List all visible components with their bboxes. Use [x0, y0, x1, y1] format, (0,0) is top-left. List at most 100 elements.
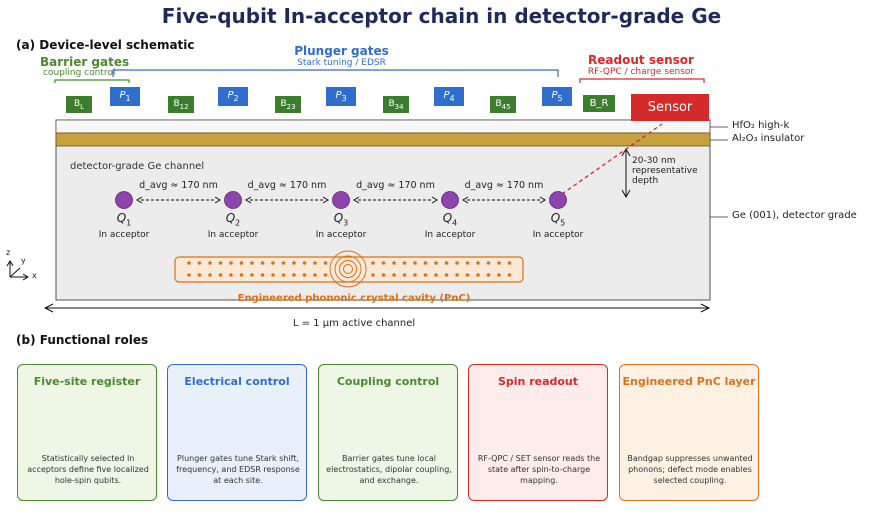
barrier-gate-letter: B [173, 99, 180, 109]
axis-x-label: x [32, 271, 37, 280]
qubit-dot [115, 191, 133, 209]
pnc-dot [218, 261, 223, 265]
qubit-dot [549, 191, 567, 209]
plunger-gate-letter: P [119, 90, 126, 101]
plunger-gate-sub: 5 [557, 94, 563, 103]
qubit-name-sub: 4 [452, 218, 458, 228]
pnc-dot [208, 261, 212, 265]
pnc-dot [250, 273, 254, 277]
spacing-arrowhead [431, 196, 438, 204]
pnc-dot [208, 273, 212, 277]
plunger-gate: P1 [110, 87, 140, 106]
pnc-dot [507, 273, 512, 277]
pnc-dot [271, 273, 275, 277]
qubit-name: Q3 [301, 211, 381, 227]
pnc-dot [497, 273, 501, 277]
qubit-dot [224, 191, 242, 209]
barrier-gate-sub: 12 [179, 102, 189, 111]
pnc-dot [423, 261, 428, 265]
pnc-dot [229, 261, 233, 265]
plunger-gate: P4 [434, 87, 464, 106]
qubit-name: Q5 [518, 211, 598, 227]
pnc-dot [371, 261, 375, 265]
qubit-label: In acceptor [532, 230, 584, 240]
pnc-dot [402, 261, 407, 265]
page-title: Five-qubit In-acceptor chain in detector… [161, 4, 722, 28]
layer-label-hfo2: HfO₂ high-k [732, 120, 790, 131]
role-card-desc: Barrier gates tune local electrostatics,… [326, 454, 452, 485]
pnc-dot [260, 273, 265, 277]
role-card-title: Five-site register [33, 375, 141, 388]
role-card-title: Electrical control [184, 375, 290, 388]
role-card-desc: RF-QPC / SET sensor reads the state afte… [477, 454, 601, 485]
pnc-dot [381, 261, 386, 265]
depth-label-line3: depth [632, 176, 659, 186]
qubit-name-letter: Q [442, 211, 453, 225]
barrier-gate: B23 [275, 96, 301, 113]
spacing-arrowhead [462, 196, 469, 204]
qubit-dot [332, 191, 350, 209]
axis-z-label: z [6, 248, 11, 257]
readout-sensor-box: Sensor [631, 94, 709, 121]
plunger-gate-sub: 3 [341, 94, 347, 103]
pnc-dot [187, 273, 191, 277]
qubit-name-sub: 1 [126, 218, 132, 228]
pnc-dot [229, 273, 233, 277]
spacing-arrowhead [353, 196, 360, 204]
role-card-title: Engineered PnC layer [622, 375, 756, 388]
barrier-gate-letter: B [388, 99, 395, 109]
plunger-header-subtitle: Stark tuning / EDSR [297, 58, 386, 68]
pnc-dot [292, 273, 296, 277]
plunger-gate-sub: 1 [125, 94, 131, 103]
pnc-dot [323, 273, 328, 277]
spacing-arrowhead [539, 196, 546, 204]
qubit-dot [441, 191, 459, 209]
pnc-dot [486, 261, 491, 265]
pnc-dot [218, 273, 223, 277]
pnc-dot [444, 261, 449, 265]
pnc-dot [444, 273, 449, 277]
spacing-arrowhead [322, 196, 329, 204]
pnc-dot [455, 273, 459, 277]
pnc-dot [323, 261, 328, 265]
barrier-gate-br: B_R [583, 95, 615, 112]
pnc-dot [292, 261, 296, 265]
plunger-gate: P5 [542, 87, 572, 106]
role-card-title: Coupling control [336, 375, 440, 388]
pnc-dot [239, 261, 244, 265]
role-card-desc: Statistically selected In acceptors defi… [27, 454, 149, 485]
barrier-gate-letter: B [280, 99, 287, 109]
pnc-dot [371, 273, 375, 277]
layer-label-al2o3: Al₂O₃ insulator [732, 133, 805, 144]
qubit-name: Q1 [84, 211, 164, 227]
pnc-dot [476, 261, 480, 265]
pnc-dot [413, 261, 417, 265]
pnc-dot [413, 273, 417, 277]
qubit-name-letter: Q [333, 211, 344, 225]
barrier-gate-sub: 45 [501, 102, 511, 111]
pnc-dot [507, 261, 512, 265]
plunger-gate-letter: P [551, 90, 558, 101]
plunger-header-title: Plunger gates [294, 44, 389, 58]
barrier-gate: B45 [490, 96, 516, 113]
qubit-name-letter: Q [116, 211, 127, 225]
barrier-gate-sub: 34 [394, 102, 404, 111]
pnc-dot [260, 261, 265, 265]
pnc-dot [281, 261, 286, 265]
readout-header-title: Readout sensor [588, 53, 694, 67]
pnc-dot [486, 273, 491, 277]
pnc-dot [392, 273, 396, 277]
depth-label: 20-30 nm representative depth [632, 156, 698, 186]
role-card-title: Spin readout [497, 375, 579, 388]
spacing-arrowhead [214, 196, 221, 204]
barrier-gate-sub: 23 [286, 102, 296, 111]
role-card-desc: Bandgap suppresses unwanted phonons; def… [627, 454, 753, 485]
pnc-dot [434, 261, 438, 265]
spacing-label: d_avg ≈ 170 nm [139, 180, 218, 191]
pnc-dot [465, 273, 470, 277]
plunger-gate: P2 [218, 87, 248, 106]
